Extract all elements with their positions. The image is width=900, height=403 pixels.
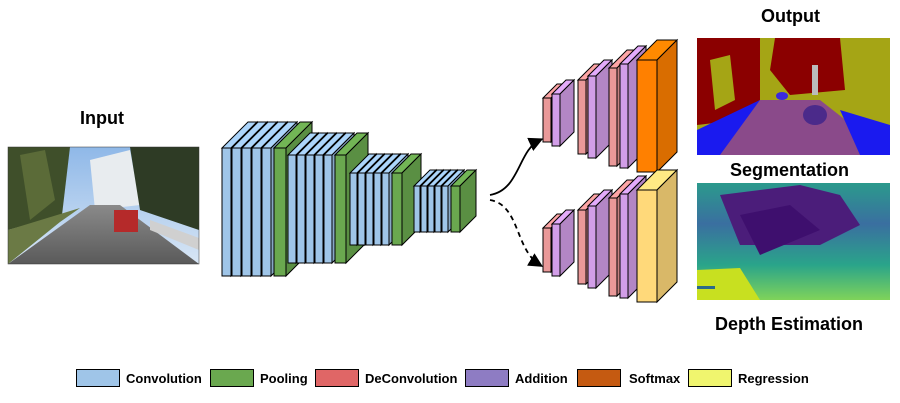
legend-regression: Regression: [688, 368, 809, 388]
depth-addition-layer: [550, 208, 576, 278]
seg-addition-layer: [550, 78, 576, 148]
depth-estimation-title: Depth Estimation: [715, 314, 864, 334]
encoder-pool-layer: [449, 168, 478, 234]
legend-convolution: Convolution: [76, 368, 202, 388]
legend-swatch-regression: [688, 369, 732, 387]
segmentation-output-image: [697, 38, 890, 155]
input-image: [7, 146, 200, 265]
legend-pooling: Pooling: [210, 368, 308, 388]
legend-label-softmax: Softmax: [629, 370, 681, 386]
legend-swatch-softmax: [577, 369, 621, 387]
legend-label-regression: Regression: [738, 370, 809, 386]
encoder: [220, 120, 478, 278]
output-title: Output: [761, 6, 820, 26]
depth-decoder: [541, 168, 679, 304]
depth-addition-layer: [586, 188, 614, 290]
legend-label-pooling: Pooling: [260, 370, 308, 386]
legend-label-addition: Addition: [515, 370, 568, 386]
segmentation-decoder: [541, 38, 679, 174]
depth-final-layer: [635, 168, 679, 304]
seg-final-layer: [635, 38, 679, 174]
arrow-to-segmentation-decoder: [489, 137, 544, 196]
legend-label-deconvolution: DeConvolution: [365, 370, 458, 386]
legend-label-convolution: Convolution: [126, 370, 202, 386]
depth-output-image: [697, 183, 890, 300]
legend-deconvolution: DeConvolution: [315, 368, 457, 388]
legend-swatch-pooling: [210, 369, 254, 387]
legend-addition: Addition: [465, 368, 568, 388]
legend-swatch-addition: [465, 369, 509, 387]
arrow-to-depth-decoder: [489, 199, 544, 267]
legend-softmax: Softmax: [577, 368, 680, 388]
legend-swatch-convolution: [76, 369, 120, 387]
seg-addition-layer: [586, 58, 614, 160]
segmentation-title: Segmentation: [730, 160, 850, 180]
legend-swatch-deconvolution: [315, 369, 359, 387]
input-title: Input: [80, 108, 124, 128]
